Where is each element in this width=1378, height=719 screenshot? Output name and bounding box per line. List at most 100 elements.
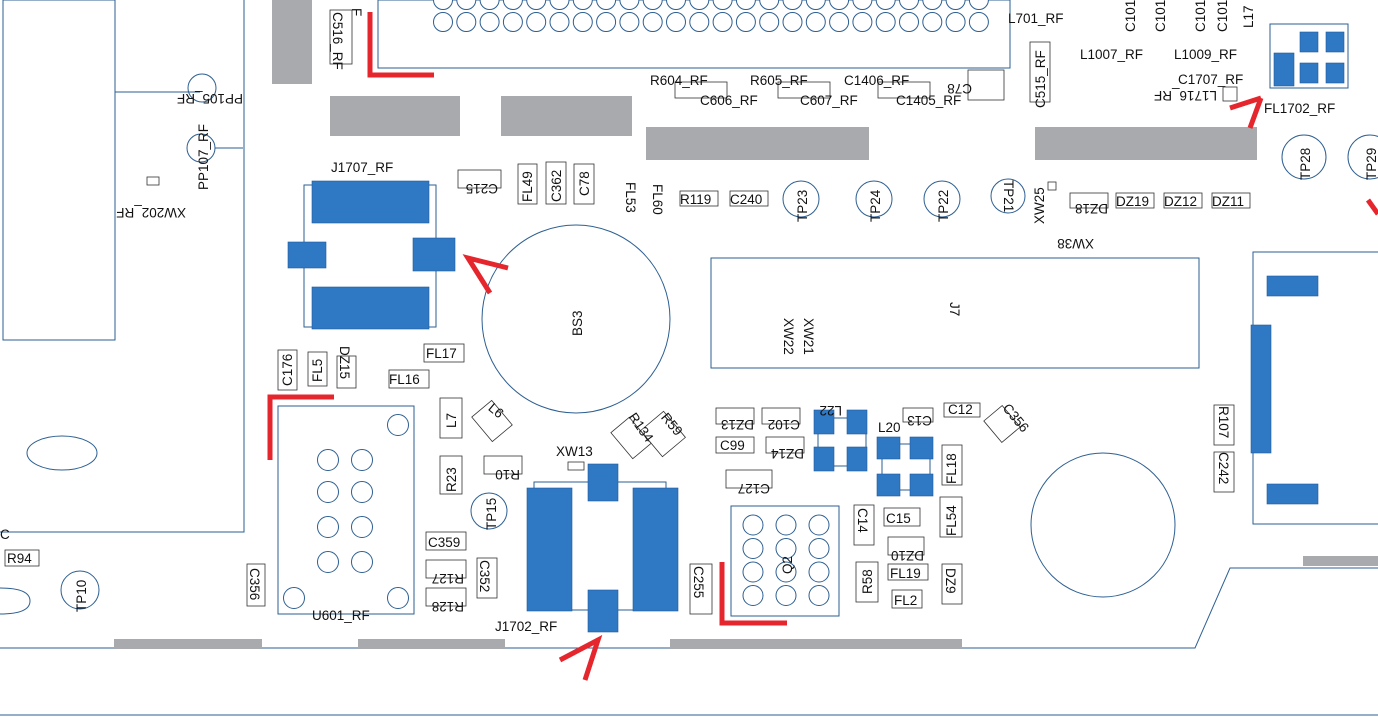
pin <box>712 0 733 10</box>
label: XW22 <box>781 318 796 355</box>
pin <box>689 0 710 10</box>
u601-pins <box>283 414 409 609</box>
label: XW25 <box>1032 187 1047 224</box>
pin <box>945 12 966 32</box>
pin <box>479 0 500 10</box>
label: R94 <box>7 551 32 566</box>
label: L1007_RF <box>1080 47 1143 62</box>
red-markers <box>267 12 1378 681</box>
pin <box>317 449 339 471</box>
label: C1406_RF <box>844 73 909 88</box>
label: C607_RF <box>800 93 858 108</box>
pin <box>596 0 617 10</box>
pin <box>742 538 764 559</box>
pin <box>808 561 830 583</box>
pin <box>742 585 764 606</box>
pin <box>351 551 373 573</box>
label: DZ13 <box>721 417 754 432</box>
pin <box>387 587 409 609</box>
passive-outlines <box>4 9 1251 615</box>
label: F <box>349 8 364 16</box>
pin <box>875 12 896 32</box>
label: C606_RF <box>700 93 758 108</box>
pin <box>852 0 873 10</box>
pin <box>689 12 710 32</box>
pin <box>742 561 764 583</box>
label: R128 <box>432 599 464 614</box>
pin <box>782 12 803 32</box>
label: C516_RF <box>330 12 345 70</box>
label: FL5 <box>310 359 325 382</box>
test-points <box>60 73 1378 610</box>
pin <box>782 0 803 10</box>
ic-pin-grids <box>277 405 840 617</box>
label: L701_RF <box>1008 11 1064 26</box>
pin <box>456 12 477 32</box>
label: C78 <box>947 81 972 96</box>
label: FL54 <box>944 505 959 536</box>
pin <box>899 12 919 32</box>
pin <box>852 12 873 32</box>
pin <box>775 514 797 536</box>
label: C101 <box>1193 0 1208 32</box>
label: FL49 <box>520 171 535 202</box>
label: TP21 <box>1001 180 1016 212</box>
pin <box>712 12 733 32</box>
pin <box>666 0 686 10</box>
pin <box>759 12 780 32</box>
label: DZ14 <box>770 446 804 461</box>
pin <box>619 12 640 32</box>
label: C15 <box>886 511 911 526</box>
pin <box>829 0 850 10</box>
label: C13 <box>907 413 932 428</box>
label: C127 <box>738 481 770 496</box>
pin <box>808 585 830 606</box>
label: L1716_RF <box>1154 88 1217 103</box>
label: TP28 <box>1298 148 1313 180</box>
pin <box>479 12 500 32</box>
label: XW21 <box>801 318 816 355</box>
label: C362 <box>549 170 564 202</box>
pin <box>922 0 943 10</box>
label: DZ11 <box>1212 194 1244 209</box>
pin <box>805 12 826 32</box>
label: FL53 <box>623 182 638 213</box>
pin <box>317 516 339 538</box>
label: FL18 <box>944 453 959 484</box>
label: TP23 <box>795 190 810 222</box>
label: R107 <box>1216 406 1231 438</box>
pin <box>619 0 640 10</box>
label: FL60 <box>650 184 665 215</box>
pin <box>742 514 764 536</box>
label: R10 <box>495 467 520 482</box>
label: C352 <box>477 560 492 592</box>
pin <box>808 538 830 559</box>
blue-pads <box>287 31 1345 633</box>
pin <box>283 587 305 609</box>
pin <box>549 0 570 10</box>
pin <box>805 0 826 10</box>
label: Q2 <box>780 556 795 574</box>
label: DZ12 <box>1164 194 1197 209</box>
pin <box>549 12 570 32</box>
label: R119 <box>680 192 711 207</box>
label: L7 <box>444 413 459 428</box>
label: J7 <box>947 302 962 316</box>
pin <box>351 516 373 538</box>
label: BS3 <box>570 310 585 336</box>
label: R23 <box>444 467 459 492</box>
pin <box>572 12 593 32</box>
label: FL1702_RF <box>1264 101 1335 116</box>
label: DZ18 <box>1075 201 1108 216</box>
label: L20 <box>878 420 901 435</box>
label: L17 <box>1241 5 1256 28</box>
pin <box>642 0 663 10</box>
pin <box>666 12 686 32</box>
pin <box>775 561 797 583</box>
label: TP15 <box>484 498 499 530</box>
pin <box>759 0 780 10</box>
pin <box>808 514 830 536</box>
pin <box>642 12 663 32</box>
